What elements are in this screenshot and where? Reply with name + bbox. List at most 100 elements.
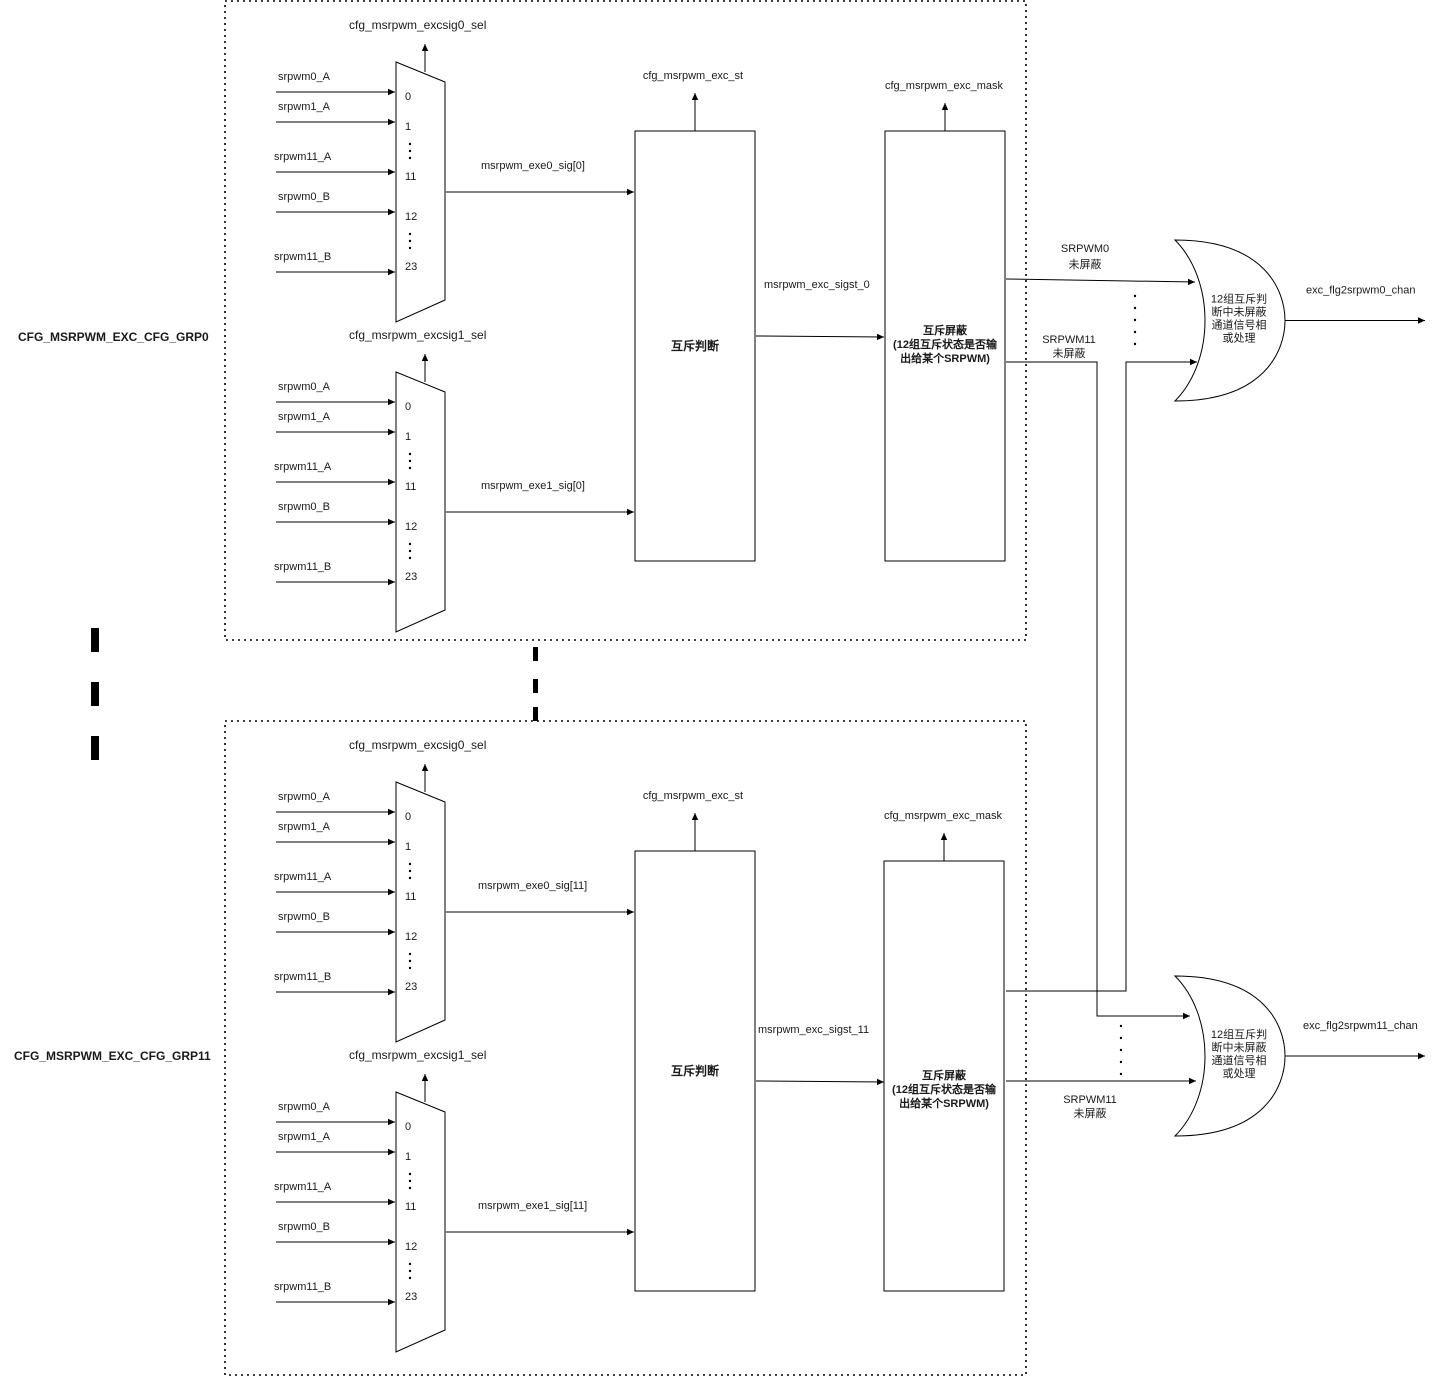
mux-port-number: 23 [405, 571, 417, 583]
mux-port-number: 11 [405, 1201, 416, 1213]
mux-port-number: 23 [405, 261, 417, 273]
or-input-ellipsis [1133, 342, 1137, 346]
mux-port-number: 23 [405, 981, 417, 993]
mux-input-label: srpwm0_B [278, 911, 330, 923]
or-input-srpwm0-label: SRPWM0 [1061, 243, 1109, 255]
group-ellipsis-bar [91, 628, 99, 652]
mux-select-label: cfg_msrpwm_excsig1_sel [349, 1048, 486, 1062]
mux-input-label: srpwm11_B [274, 1281, 331, 1293]
mutex-status-arrow [755, 1078, 885, 1086]
group-ellipsis-bar [91, 682, 99, 706]
mux-output-label: msrpwm_exe1_sig[11] [478, 1200, 587, 1212]
mux-input-label: srpwm11_A [274, 871, 332, 883]
mux-0-0 [395, 61, 446, 323]
mux-ellipsis [408, 862, 412, 866]
mux-select-label: cfg_msrpwm_excsig0_sel [349, 738, 486, 752]
or-gate-1 [1173, 975, 1286, 1137]
mutex-state-config-label: cfg_msrpwm_exc_st [643, 70, 743, 82]
mux-port-number: 1 [405, 841, 411, 853]
mutex-judge-label: 互斥判断 [671, 338, 719, 353]
mux-input-label: srpwm1_A [278, 821, 331, 833]
mux-ellipsis [408, 1262, 412, 1266]
mux-input-label: srpwm1_A [278, 411, 331, 423]
mux-ellipsis [408, 142, 412, 146]
or-input-ellipsis [1119, 1024, 1123, 1028]
mux-output-label: msrpwm_exe0_sig[11] [478, 880, 587, 892]
or-gate-label: 断中未屏蔽 [1212, 1040, 1267, 1054]
mux-input-label: srpwm11_B [274, 251, 331, 263]
mux-ellipsis [408, 1179, 412, 1183]
mux-port-number: 12 [405, 211, 417, 223]
mux-ellipsis [408, 966, 412, 970]
config-group-name: CFG_MSRPWM_EXC_CFG_GRP0 [18, 330, 209, 344]
config-group-name: CFG_MSRPWM_EXC_CFG_GRP11 [14, 1049, 211, 1063]
or-input-srpwm11-label: SRPWM11 [1042, 334, 1096, 346]
mux-port-number: 0 [405, 91, 411, 103]
or-input-ellipsis [1119, 1072, 1123, 1076]
mutex-status-label: msrpwm_exc_sigst_11 [758, 1024, 869, 1036]
mux-ellipsis [408, 452, 412, 456]
or-input-ellipsis [1133, 294, 1137, 298]
or-gate-output-label: exc_flg2srpwm11_chan [1303, 1020, 1418, 1032]
mux-input-label: srpwm11_B [274, 561, 331, 573]
config-group-frame [224, 720, 1027, 1376]
mux-port-number: 11 [405, 171, 416, 183]
mux-input-label: srpwm11_A [274, 151, 332, 163]
mux-port-number: 1 [405, 1151, 411, 1163]
mux-1-0 [395, 781, 446, 1043]
or-input-ellipsis [1133, 318, 1137, 322]
mux-ellipsis [408, 876, 412, 880]
or-input-srpwm11-route [1006, 361, 1190, 1020]
mux-port-number: 12 [405, 931, 417, 943]
mux-input-label: srpwm11_A [274, 1181, 332, 1193]
mux-port-number: 12 [405, 1241, 417, 1253]
mutex-mask-desc: (12组互斥状态是否输 [893, 337, 998, 351]
or-gate-output-label: exc_flg2srpwm0_chan [1306, 285, 1415, 297]
mux-ellipsis [408, 239, 412, 243]
mutex-mask-block [884, 130, 1006, 562]
or-gate-label: 通道信号相 [1212, 1053, 1267, 1067]
mutex-judge-label: 互斥判断 [671, 1063, 719, 1078]
or-gate-label: 或处理 [1223, 1067, 1256, 1080]
or-input-grp11-route [1006, 358, 1197, 992]
or-input-ellipsis [1133, 306, 1137, 310]
mux-port-number: 1 [405, 431, 411, 443]
mux-input-label: srpwm1_A [278, 101, 331, 113]
mux-input-label: srpwm0_B [278, 191, 330, 203]
mux-ellipsis [408, 466, 412, 470]
mux-port-number: 11 [405, 891, 416, 903]
mutex-mask-desc: (12组互斥状态是否输 [892, 1082, 997, 1096]
mux-port-number: 0 [405, 1121, 411, 1133]
mutex-mask-config-label: cfg_msrpwm_exc_mask [884, 810, 1002, 822]
mutex-mask-desc: 出给某个SRPWM) [899, 1096, 989, 1110]
mux-input-label: srpwm0_A [278, 791, 331, 803]
mux-ellipsis [408, 549, 412, 553]
mutex-mask-block [883, 860, 1005, 1292]
mux-port-number: 0 [405, 401, 411, 413]
mutex-judge-block [634, 130, 756, 562]
or-gate-label: 或处理 [1223, 332, 1256, 345]
mux-input-label: srpwm0_A [278, 1101, 331, 1113]
mutex-status-label: msrpwm_exc_sigst_0 [764, 279, 870, 291]
mux-input-label: srpwm0_A [278, 71, 331, 83]
mux-ellipsis [408, 556, 412, 560]
mux-input-label: srpwm0_B [278, 501, 330, 513]
mux-select-label: cfg_msrpwm_excsig1_sel [349, 328, 486, 342]
mux-ellipsis [408, 952, 412, 956]
mux-1-1 [395, 1091, 446, 1353]
mux-ellipsis [408, 542, 412, 546]
mutex-state-config-label: cfg_msrpwm_exc_st [643, 790, 743, 802]
mux-ellipsis [408, 149, 412, 153]
or-input-ellipsis [1119, 1060, 1123, 1064]
mutex-mask-title: 互斥屏蔽 [923, 323, 968, 337]
or-gate-0 [1173, 239, 1286, 402]
mutex-mask-config-label: cfg_msrpwm_exc_mask [885, 80, 1003, 92]
or-input-srpwm0-arrow [1005, 278, 1196, 286]
mux-port-number: 11 [405, 481, 416, 493]
or-gate-label: 通道信号相 [1212, 318, 1267, 332]
or-input-ellipsis [1119, 1036, 1123, 1040]
mutex-judge-block [634, 850, 756, 1292]
or-input-ellipsis [1133, 330, 1137, 334]
mux-output-label: msrpwm_exe1_sig[0] [481, 480, 585, 492]
